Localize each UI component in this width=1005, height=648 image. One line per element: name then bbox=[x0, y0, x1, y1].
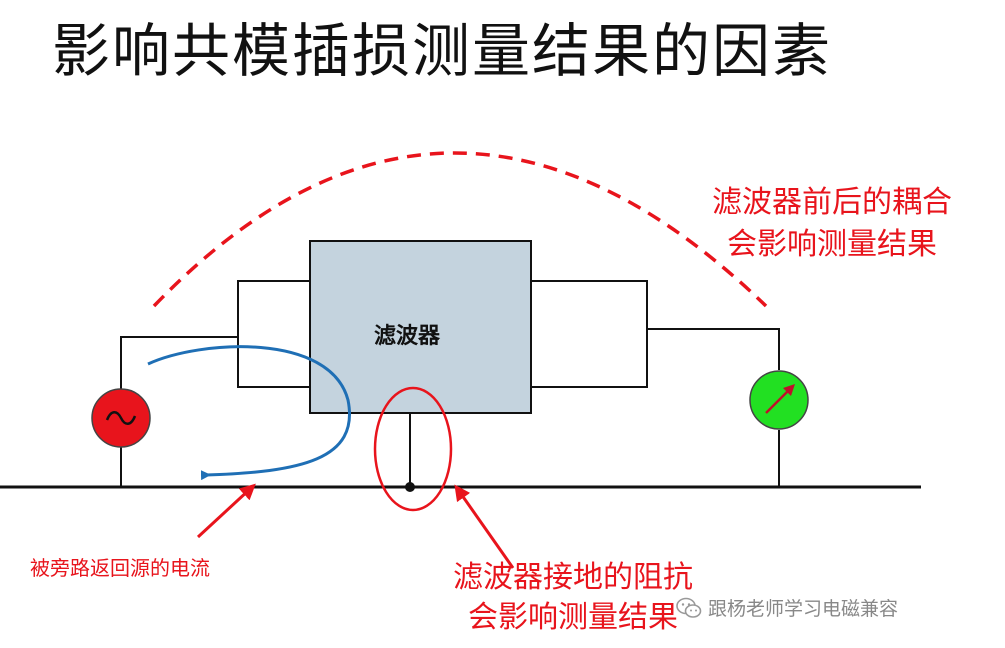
watermark: 跟杨老师学习电磁兼容 bbox=[676, 594, 898, 621]
right-terminal-box bbox=[530, 280, 648, 388]
coupling-arc bbox=[152, 151, 768, 308]
left-terminal-box bbox=[237, 280, 311, 388]
coupling-annotation: 滤波器前后的耦合 会影响测量结果 bbox=[712, 182, 952, 266]
filter-label: 滤波器 bbox=[374, 323, 441, 349]
right-wire bbox=[647, 328, 780, 370]
ground-impedance-annotation: 滤波器接地的阻抗 会影响测量结果 bbox=[453, 558, 693, 638]
filter-box bbox=[309, 240, 532, 414]
ac-source-icon bbox=[91, 388, 151, 448]
watermark-text: 跟杨老师学习电磁兼容 bbox=[708, 598, 899, 620]
coupling-annotation-line2: 会影响测量结果 bbox=[727, 227, 937, 262]
bypass-pointer-arrow bbox=[196, 483, 256, 539]
left-wire bbox=[120, 336, 238, 389]
ground-impedance-annotation-line2: 会影响测量结果 bbox=[468, 600, 678, 635]
ground-pointer-arrow bbox=[454, 484, 515, 569]
coupling-annotation-line1: 滤波器前后的耦合 bbox=[712, 185, 952, 220]
page-title: 影响共模插损测量结果的因素 bbox=[52, 17, 833, 85]
meter-icon bbox=[749, 370, 809, 430]
wechat-icon bbox=[676, 597, 702, 618]
ground-impedance-annotation-line1: 滤波器接地的阻抗 bbox=[453, 560, 693, 595]
bypass-current-annotation: 被旁路返回源的电流 bbox=[30, 556, 210, 580]
bypass-current-path bbox=[147, 345, 351, 481]
ground-node bbox=[405, 482, 415, 492]
ground-impedance-highlight bbox=[373, 386, 453, 512]
